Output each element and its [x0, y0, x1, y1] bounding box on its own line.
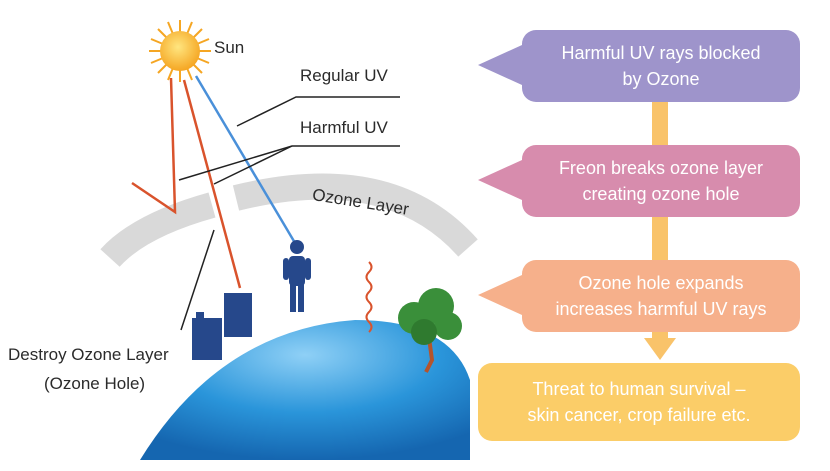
step1-arrow-icon — [478, 45, 522, 85]
step1-line2: by Ozone — [622, 69, 700, 89]
earth — [140, 320, 470, 460]
regular-uv-label: Regular UV — [300, 66, 388, 85]
tree-icon — [398, 288, 462, 373]
regular-uv-leader — [236, 96, 400, 127]
step4-line1: Threat to human survival – — [532, 379, 746, 399]
step4-line2: skin cancer, crop failure etc. — [527, 405, 751, 425]
step-box-4: Threat to human survival – skin cancer, … — [478, 363, 800, 441]
step2-line1: Freon breaks ozone layer — [558, 158, 764, 178]
step2-arrow-icon — [478, 160, 522, 200]
step3-line2: increases harmful UV rays — [555, 299, 767, 319]
buildings-icon — [192, 293, 252, 360]
harmful-uv-ray-through-hole — [182, 79, 242, 289]
step2-line2: creating ozone hole — [582, 184, 740, 204]
step1-line1: Harmful UV rays blocked — [561, 43, 761, 63]
harmful-uv-ray-reflected — [131, 77, 177, 215]
flow-connector-2 — [652, 215, 668, 265]
destroy-ozone-label: Destroy Ozone Layer — [8, 345, 169, 364]
step-box-1: Harmful UV rays blocked by Ozone — [522, 30, 800, 102]
step3-line1: Ozone hole expands — [578, 273, 744, 293]
person-icon — [283, 240, 311, 312]
harmful-uv-wavy-ray — [365, 261, 373, 333]
ozone-hole-label: (Ozone Hole) — [44, 374, 146, 393]
flow-connector-3 — [652, 330, 668, 340]
harmful-uv-label: Harmful UV — [300, 118, 388, 137]
ozone-layer-right — [232, 173, 478, 257]
step-box-2: Freon breaks ozone layer creating ozone … — [522, 145, 800, 217]
harmful-uv-leader-2 — [213, 145, 293, 185]
harmful-uv-leader-1 — [178, 145, 400, 181]
step-box-3: Ozone hole expands increases harmful UV … — [522, 260, 800, 332]
flow-down-arrow-icon — [644, 338, 676, 360]
regular-uv-ray — [194, 75, 300, 249]
ozone-layer-left — [100, 192, 216, 268]
step3-arrow-icon — [478, 275, 522, 315]
sun-icon — [149, 20, 211, 82]
sun-label: Sun — [214, 38, 245, 57]
ozone-hole-leader — [180, 229, 215, 331]
flow-connector-1 — [652, 100, 668, 152]
